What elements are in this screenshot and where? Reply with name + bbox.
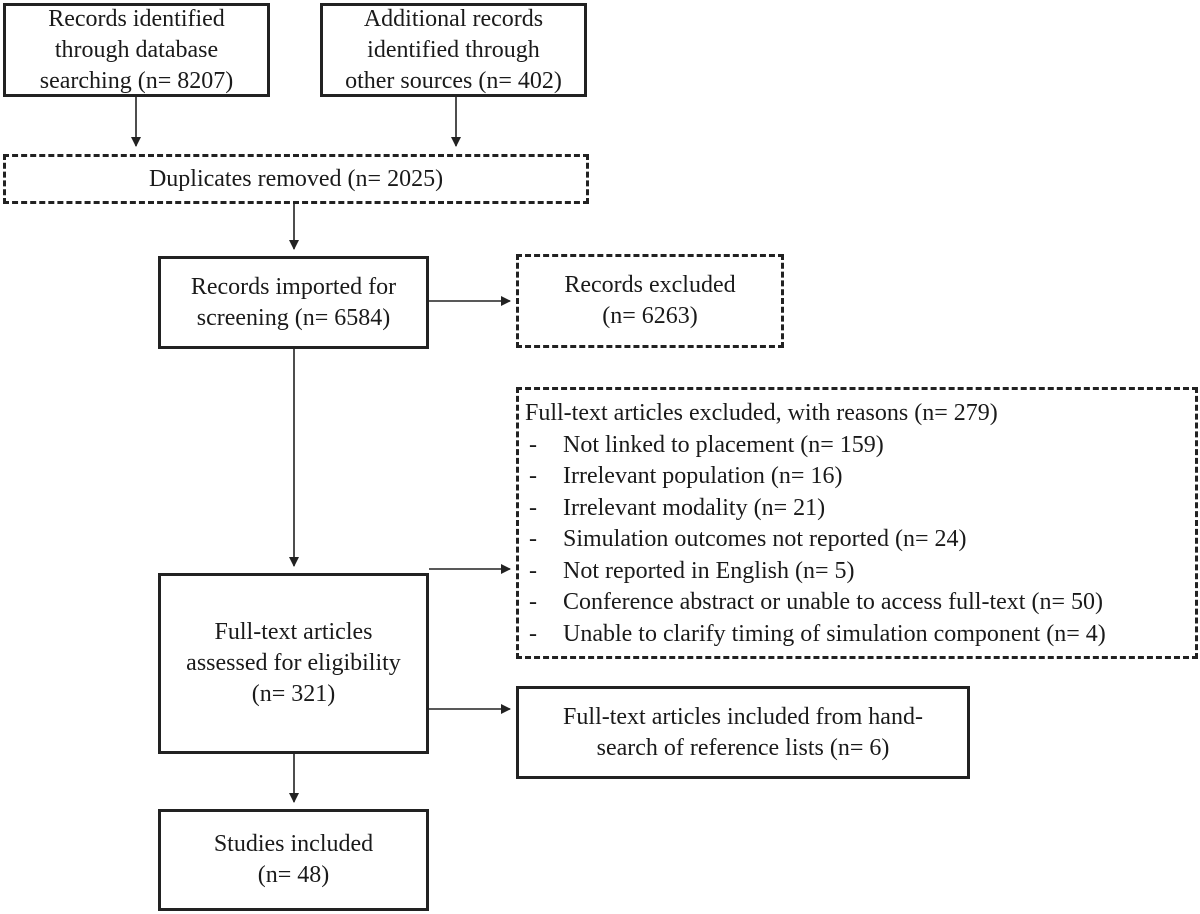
node-text-line: Additional records	[363, 5, 544, 32]
exclusion-reason-item: -Conference abstract or unable to access…	[525, 587, 1106, 619]
node-text-line: through database	[54, 36, 219, 63]
exclusion-reason-text: Unable to clarify timing of simulation c…	[563, 620, 1106, 647]
exclusion-reason-item: -Irrelevant population (n= 16)	[525, 461, 1106, 493]
bullet-dash: -	[529, 557, 537, 584]
node-text-line: screening (n= 6584)	[196, 304, 391, 331]
node-handsearch-included: Full-text articles included from hand-se…	[516, 686, 970, 779]
bullet-dash: -	[529, 431, 537, 458]
node-text-line: identified through	[367, 36, 540, 63]
node-text-line: Full-text articles included from hand-	[563, 703, 923, 730]
node-text-line: Records imported for	[190, 273, 397, 300]
node-text-line: search of reference lists (n= 6)	[596, 734, 890, 761]
node-other-sources: Additional records identified through othe…	[320, 3, 587, 97]
node-studies-included: Studies included (n= 48)	[158, 809, 429, 911]
node-text-line: Duplicates removed (n= 2025)	[148, 165, 444, 192]
node-text-line: Studies included	[213, 831, 374, 857]
node-text-line: (n= 6263)	[602, 303, 698, 329]
node-records-screening: Records imported for screening (n= 6584)	[158, 256, 429, 349]
node-text-line: searching (n= 8207)	[39, 67, 234, 94]
node-database-search: Records identified through database search…	[3, 3, 270, 97]
node-fulltext-excluded: Full-text articles excluded, with reason…	[516, 387, 1198, 659]
node-text-line: (n= 48)	[257, 862, 330, 888]
node-eligibility-assessment: Full-text articles assessed for eligibili…	[158, 573, 429, 754]
exclusion-reason-item: -Not linked to placement (n= 159)	[525, 430, 1106, 462]
node-text-line: Records excluded	[564, 272, 736, 298]
node-text-line: other sources (n= 402)	[345, 67, 562, 94]
node-text-line: (n= 321)	[251, 681, 336, 707]
exclusion-reason-text: Irrelevant population (n= 16)	[563, 463, 843, 489]
node-duplicates-removed: Duplicates removed (n= 2025)	[3, 154, 589, 204]
exclusion-reason-item: -Not reported in English (n= 5)	[525, 556, 1106, 588]
exclusion-reason-item: -Simulation outcomes not reported (n= 24…	[525, 524, 1106, 556]
node-text-line: assessed for eligibility	[186, 650, 401, 676]
bullet-dash: -	[529, 494, 537, 521]
exclusion-reason-text: Not reported in English (n= 5)	[563, 557, 855, 584]
bullet-dash: -	[529, 463, 537, 489]
fulltext-excluded-heading: Full-text articles excluded, with reason…	[525, 400, 998, 426]
exclusion-reason-item: -Irrelevant modality (n= 21)	[525, 493, 1106, 525]
exclusion-reason-text: Irrelevant modality (n= 21)	[563, 494, 826, 521]
node-text-line: Records identified	[48, 5, 225, 32]
node-records-excluded: Records excluded (n= 6263)	[516, 254, 784, 348]
exclusion-reason-text: Not linked to placement (n= 159)	[563, 431, 884, 458]
bullet-dash: -	[529, 589, 537, 615]
bullet-dash: -	[529, 526, 537, 552]
exclusion-reason-list: -Not linked to placement (n= 159)-Irrele…	[525, 430, 1106, 651]
bullet-dash: -	[529, 620, 537, 647]
exclusion-reason-text: Simulation outcomes not reported (n= 24)	[563, 526, 967, 552]
exclusion-reason-text: Conference abstract or unable to access …	[563, 589, 1103, 615]
exclusion-reason-item: -Unable to clarify timing of simulation …	[525, 619, 1106, 651]
node-text-line: Full-text articles	[214, 619, 373, 645]
